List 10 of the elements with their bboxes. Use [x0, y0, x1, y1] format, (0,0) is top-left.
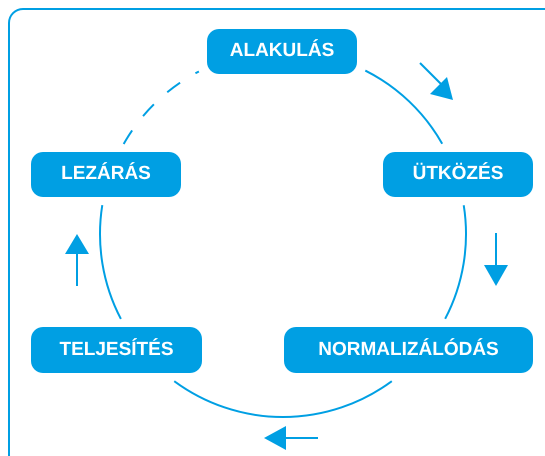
- stage-box: ALAKULÁS: [207, 29, 357, 74]
- stage-box: NORMALIZÁLÓDÁS: [284, 327, 533, 373]
- cycle-arc: [174, 380, 392, 418]
- cycle-arc: [364, 70, 444, 144]
- stage-box: TELJESÍTÉS: [31, 327, 202, 373]
- stage-box: ÜTKÖZÉS: [383, 152, 533, 197]
- cycle-arc: [122, 70, 200, 145]
- cycle-arc: [99, 205, 122, 320]
- stage-box: LEZÁRÁS: [31, 152, 181, 197]
- cycle-arc: [444, 205, 467, 320]
